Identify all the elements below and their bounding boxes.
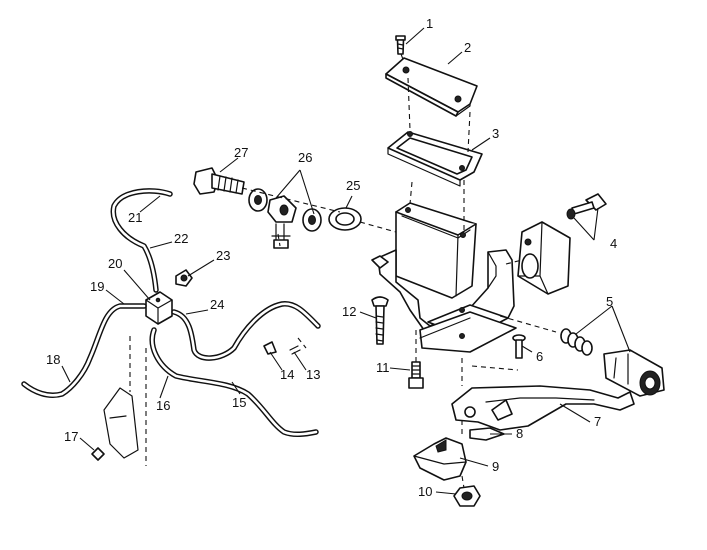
callout-26: 26: [298, 150, 312, 165]
callout-5: 5: [606, 294, 613, 309]
part-6-pivot-pin: [512, 334, 526, 359]
part-26-washers-banjo: [248, 188, 322, 249]
leader-lines: [61, 27, 631, 495]
callout-14: 14: [280, 367, 294, 382]
callout-7: 7: [594, 414, 601, 429]
part-20-distribution-block: [145, 291, 173, 325]
callout-6: 6: [536, 349, 543, 364]
callout-23: 23: [216, 248, 230, 263]
callout-18: 18: [46, 352, 60, 367]
callout-27: 27: [234, 145, 248, 160]
callout-11: 11: [376, 360, 390, 375]
part-14-hose-clip: [263, 341, 277, 355]
callout-12: 12: [342, 304, 356, 319]
callout-19: 19: [90, 279, 104, 294]
callout-4: 4: [610, 236, 617, 251]
part-5-spring-piston: [560, 328, 665, 397]
callout-2: 2: [464, 40, 471, 55]
callout-9: 9: [492, 459, 499, 474]
part-10-nut: [453, 485, 481, 507]
callout-24: 24: [210, 297, 224, 312]
part-11-bolt: [408, 361, 424, 389]
callout-25: 25: [346, 178, 360, 193]
callout-1: 1: [426, 16, 433, 31]
brake-hoses: [21, 188, 321, 438]
frame-fragment: [103, 387, 139, 459]
callout-17: 17: [64, 429, 78, 444]
callout-20: 20: [108, 256, 122, 271]
part-1-cover-screw: [395, 35, 406, 55]
callout-10: 10: [418, 484, 432, 499]
assembly-lines: [129, 53, 557, 489]
part-2-reservoir-cover: [385, 57, 478, 117]
part-3-diaphragm: [387, 131, 483, 187]
callout-16: 16: [156, 398, 170, 413]
part-25-seal: [328, 207, 362, 231]
callouts: 1 2 3 4 5 6 7 8 9 10 11 12 13 14 15 16 1…: [46, 16, 617, 499]
part-13-clip-pin: [289, 345, 301, 355]
callout-15: 15: [232, 395, 246, 410]
part-23-fitting: [175, 269, 193, 287]
part-8-clip: [469, 427, 505, 441]
part-17-screw: [91, 447, 105, 461]
callout-21: 21: [128, 210, 142, 225]
part-9-bracket: [413, 437, 467, 481]
callout-8: 8: [516, 426, 523, 441]
callout-22: 22: [174, 231, 188, 246]
master-cylinder-body: [371, 202, 517, 353]
part-4-handlebar-clamp: [517, 193, 607, 295]
part-27-banjo-bolt: [193, 167, 245, 195]
part-7-brake-lever: [451, 385, 635, 431]
callout-13: 13: [306, 367, 320, 382]
part-12-screw: [371, 296, 389, 345]
callout-3: 3: [492, 126, 499, 141]
